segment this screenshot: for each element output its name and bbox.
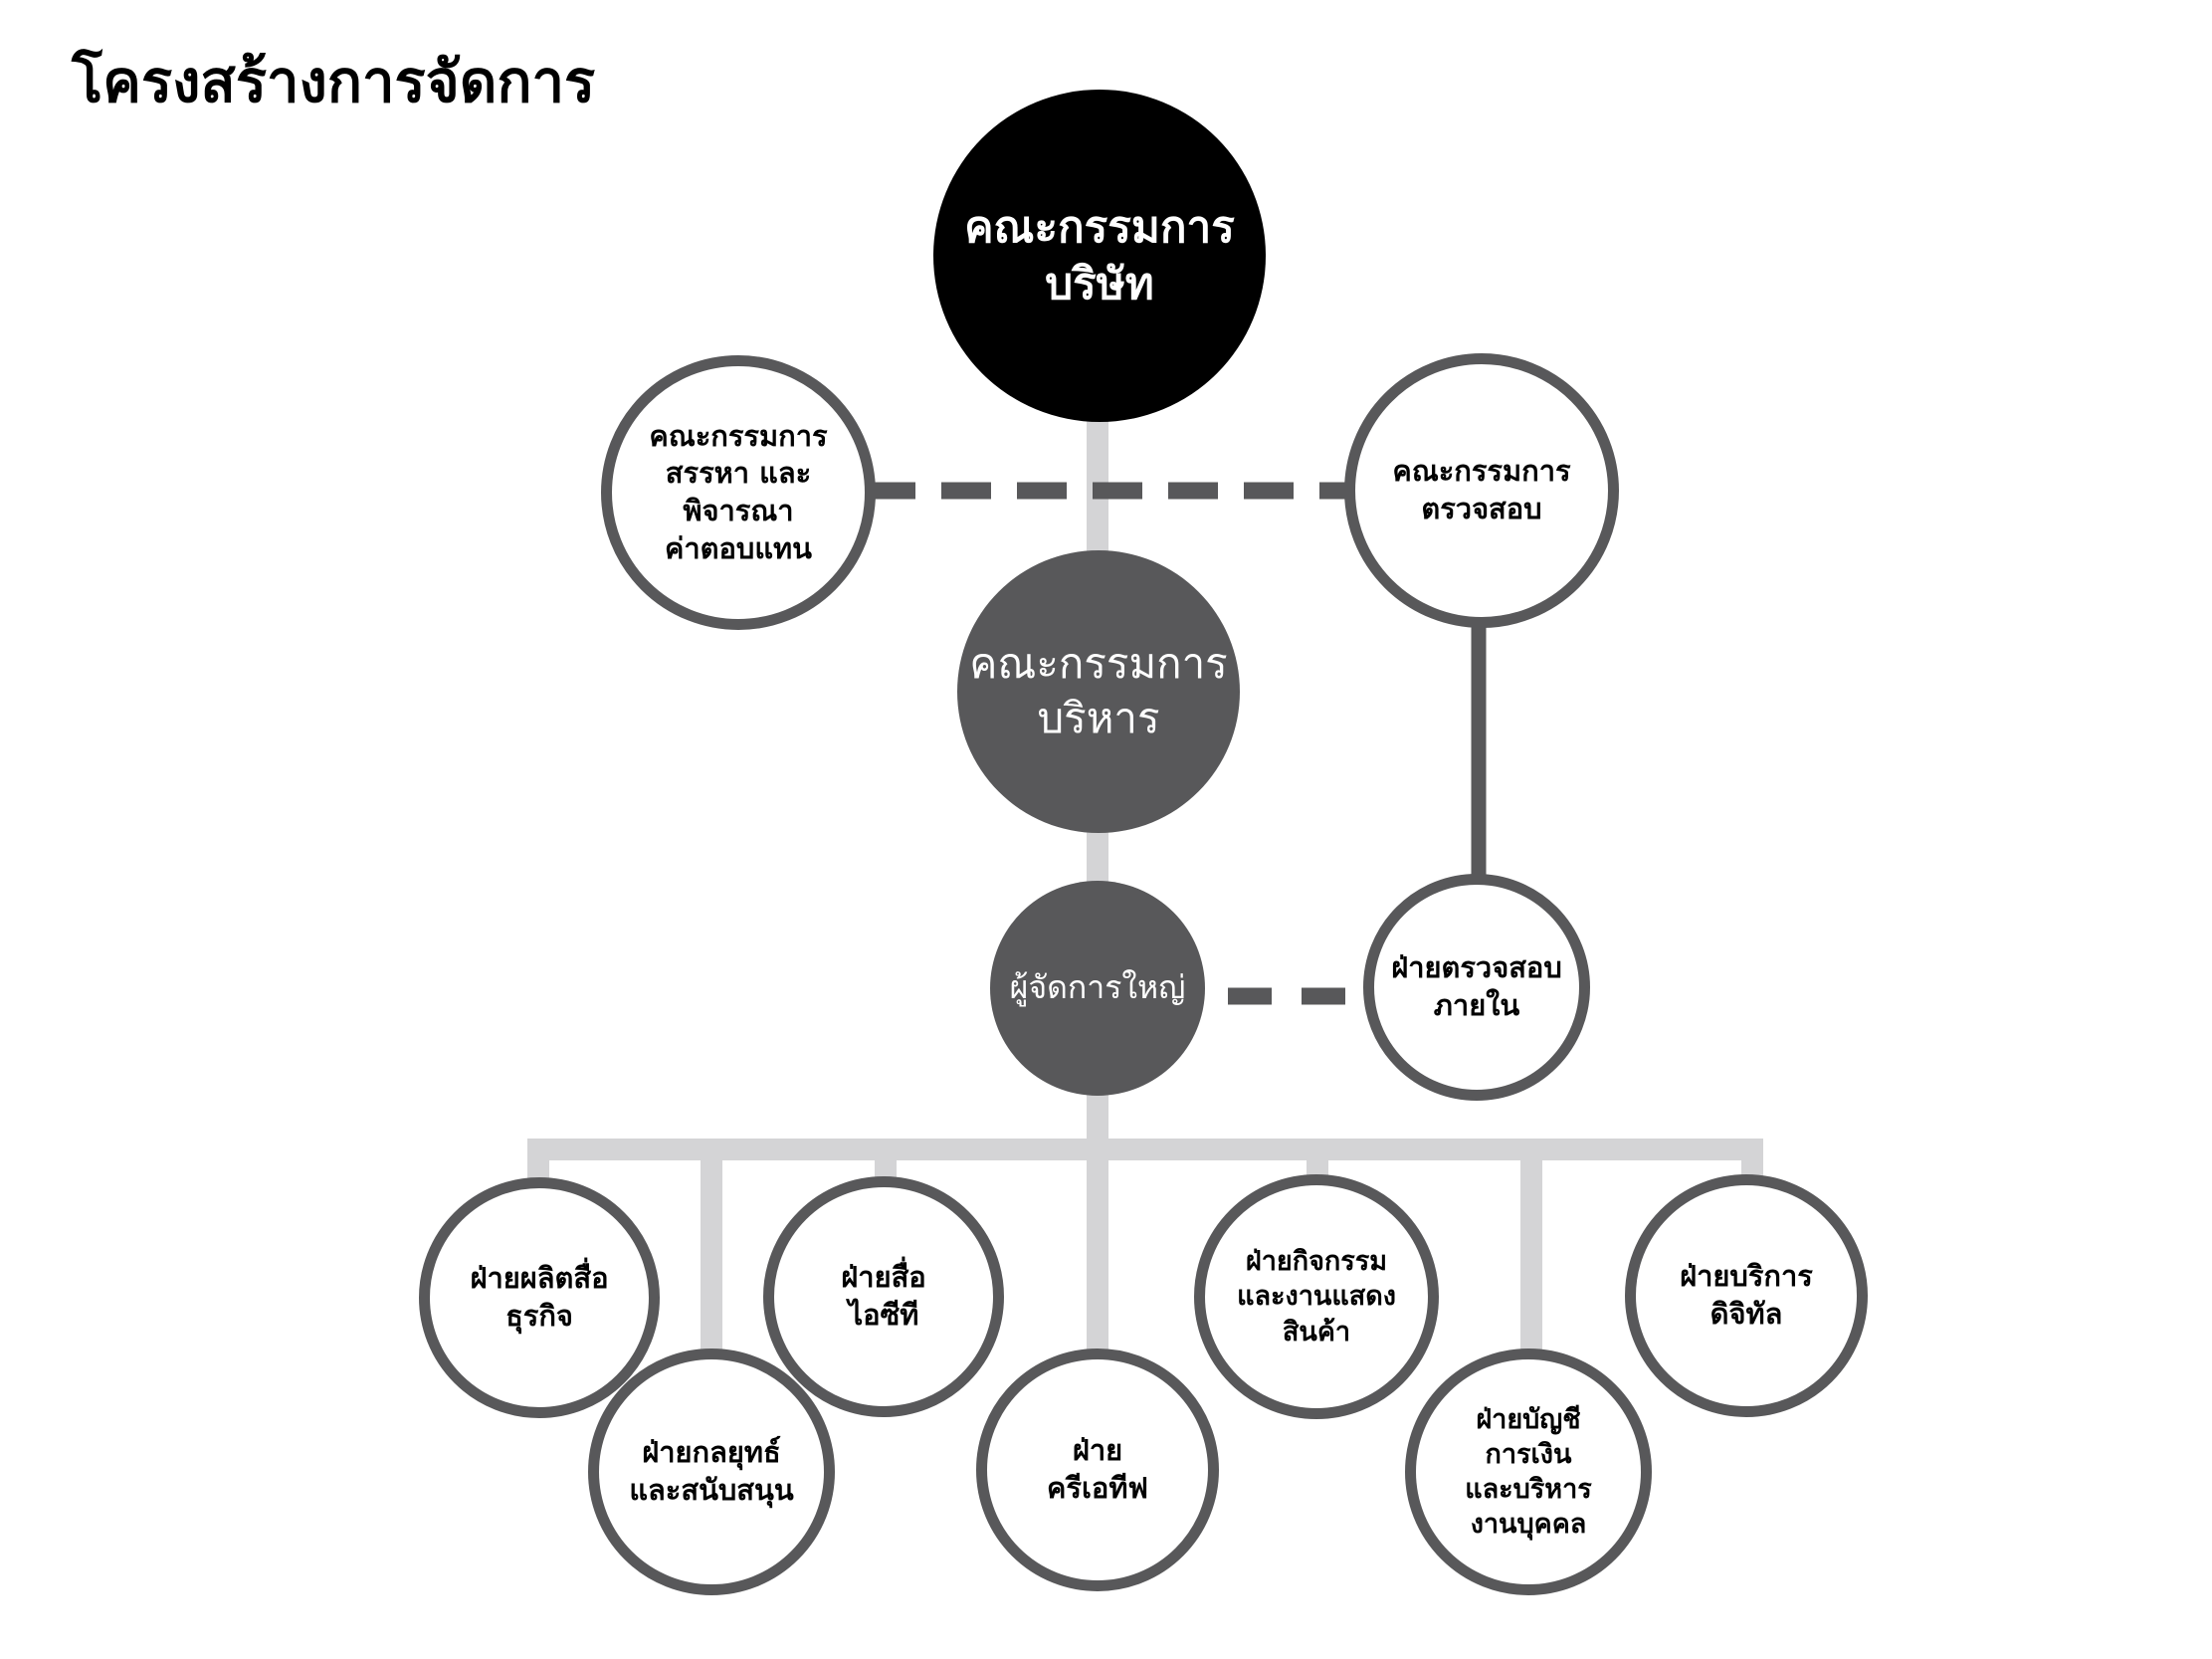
node-executive-committee: คณะกรรมการบริหาร bbox=[957, 550, 1240, 833]
node-internal-audit-label: ฝ่ายตรวจสอบภายใน bbox=[1391, 950, 1562, 1022]
node-dept-finance-hr: ฝ่ายบัญชีการเงินและบริหารงานบุคคล bbox=[1405, 1348, 1652, 1595]
node-dept-label: ฝ่ายครีเอทีฟ bbox=[1047, 1433, 1148, 1505]
node-audit-committee: คณะกรรมการตรวจสอบ bbox=[1344, 353, 1619, 628]
node-audit-committee-label: คณะกรรมการตรวจสอบ bbox=[1392, 454, 1571, 525]
node-nomination-committee: คณะกรรมการสรรหา และพิจารณาค่าตอบแทน bbox=[601, 355, 876, 630]
node-dept-digital-services: ฝ่ายบริการดิจิทัล bbox=[1625, 1174, 1868, 1417]
node-executive-committee-label: คณะกรรมการบริหาร bbox=[969, 639, 1228, 742]
node-dept-label: ฝ่ายกลยุทธ์และสนับสนุน bbox=[629, 1435, 794, 1507]
node-board-label: คณะกรรมการบริษัท bbox=[964, 201, 1235, 310]
node-dept-label: ฝ่ายบริการดิจิทัล bbox=[1680, 1259, 1813, 1331]
node-nomination-committee-label: คณะกรรมการสรรหา และพิจารณาค่าตอบแทน bbox=[649, 418, 828, 565]
node-dept-label: ฝ่ายสื่อไอซีที bbox=[841, 1260, 926, 1332]
node-dept-creative: ฝ่ายครีเอทีฟ bbox=[976, 1348, 1219, 1591]
node-ceo: ผู้จัดการใหญ่ bbox=[990, 881, 1205, 1096]
node-dept-business-media: ฝ่ายผลิตสื่อธุรกิจ bbox=[419, 1177, 660, 1418]
node-dept-ict-media: ฝ่ายสื่อไอซีที bbox=[763, 1176, 1004, 1417]
node-dept-events-exhibitions: ฝ่ายกิจกรรมและงานแสดงสินค้า bbox=[1194, 1174, 1439, 1419]
node-dept-label: ฝ่ายบัญชีการเงินและบริหารงานบุคคล bbox=[1465, 1403, 1592, 1541]
node-dept-label: ฝ่ายกิจกรรมและงานแสดงสินค้า bbox=[1237, 1246, 1396, 1348]
node-ceo-label: ผู้จัดการใหญ่ bbox=[1009, 968, 1186, 1007]
page-title: โครงสร้างการจัดการ bbox=[72, 48, 596, 115]
node-dept-strategy-support: ฝ่ายกลยุทธ์และสนับสนุน bbox=[588, 1348, 835, 1595]
node-dept-label: ฝ่ายผลิตสื่อธุรกิจ bbox=[470, 1261, 609, 1333]
node-board: คณะกรรมการบริษัท bbox=[933, 90, 1266, 422]
node-internal-audit: ฝ่ายตรวจสอบภายใน bbox=[1363, 874, 1590, 1101]
